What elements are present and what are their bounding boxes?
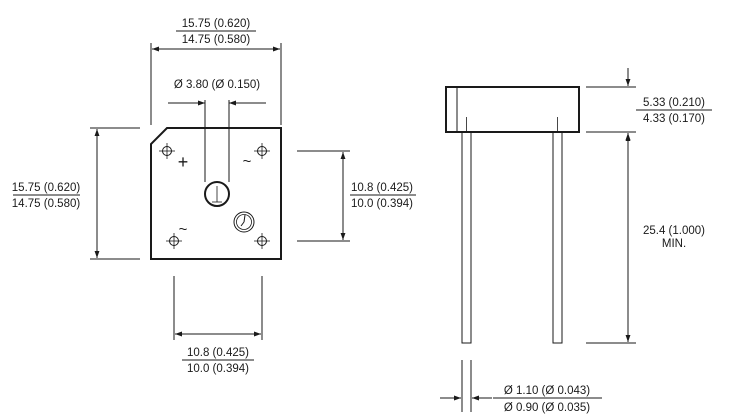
left-height-max: 15.75 (0.620)	[12, 182, 81, 194]
left-height-min: 14.75 (0.580)	[12, 198, 81, 210]
lead-marker-top-right	[254, 143, 270, 159]
top-view-body	[150, 127, 282, 260]
lead-spacing-horizontal-max: 10.8 (0.425)	[187, 347, 249, 359]
dimension-left-height: 15.75 (0.620) 14.75 (0.580)	[12, 127, 140, 260]
dimension-top-width: 15.75 (0.620) 14.75 (0.580)	[150, 18, 282, 125]
ac-marking-bottom: ~	[179, 221, 188, 238]
lead-diameter-max: Ø 1.10 (Ø 0.043)	[504, 385, 590, 397]
top-view: + ~ ~	[150, 100, 282, 260]
lead-length-qualifier: MIN.	[662, 238, 686, 250]
lead-left	[461, 131, 472, 344]
top-width-max: 15.75 (0.620)	[182, 18, 251, 30]
mounting-hole	[204, 181, 230, 207]
ac-marking-top: ~	[243, 153, 252, 170]
side-view	[445, 86, 580, 344]
body-height-max: 5.33 (0.210)	[643, 97, 705, 109]
lead-marker-bottom-right	[254, 233, 270, 249]
dimension-lead-diameter: Ø 1.10 (Ø 0.043) Ø 0.90 (Ø 0.035)	[440, 360, 602, 414]
dimension-lead-length: 25.4 (1.000) MIN.	[586, 134, 705, 344]
lead-spacing-vertical-min: 10.0 (0.394)	[351, 198, 413, 210]
ejector-pin-mark	[233, 211, 255, 233]
lead-marker-bottom-left	[166, 233, 182, 249]
lead-spacing-horizontal-min: 10.0 (0.394)	[187, 363, 249, 375]
plus-marking: +	[178, 152, 189, 172]
lead-marker-top-left	[159, 143, 175, 159]
lead-length-value: 25.4 (1.000)	[643, 225, 705, 237]
hole-diameter-label: Ø 3.80 (Ø 0.150)	[174, 79, 260, 91]
lead-right	[552, 131, 563, 344]
dimension-lead-spacing-horizontal: 10.8 (0.425) 10.0 (0.394)	[173, 276, 263, 375]
lead-diameter-min: Ø 0.90 (Ø 0.035)	[504, 402, 590, 414]
dimension-body-height: 5.33 (0.210) 4.33 (0.170)	[586, 68, 712, 151]
dimension-lead-spacing-vertical: 10.8 (0.425) 10.0 (0.394)	[297, 150, 416, 242]
side-view-body	[445, 86, 580, 133]
lead-spacing-vertical-max: 10.8 (0.425)	[351, 182, 413, 194]
body-height-min: 4.33 (0.170)	[643, 113, 705, 125]
top-width-min: 14.75 (0.580)	[182, 34, 251, 46]
